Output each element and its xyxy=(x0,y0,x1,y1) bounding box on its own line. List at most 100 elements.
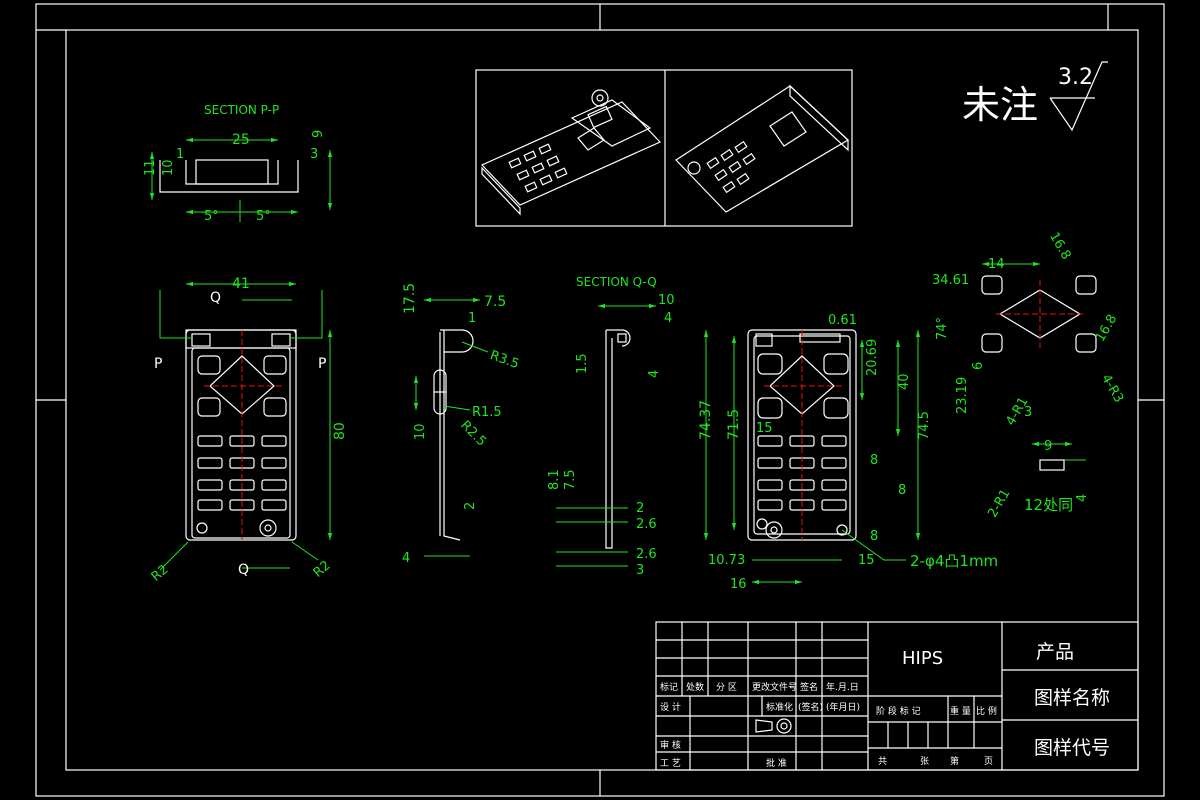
pp-dim-9: 9 xyxy=(311,130,326,138)
qq-dim-4b: 4 xyxy=(647,370,662,378)
iso-view-right xyxy=(675,84,849,213)
detail-r3: 4-R3 xyxy=(1098,372,1126,406)
back-dim-0-61: 0.61 xyxy=(828,313,857,328)
tb-review: 审 核 xyxy=(660,739,681,751)
tb-drawing-name: 图样名称 xyxy=(1034,687,1110,709)
title-block: HIPS 产品 图样名称 图样代号 标记 处数 分 区 更改文件号 签名 年.月… xyxy=(655,621,1139,771)
tb-sheets: 张 xyxy=(920,756,929,767)
side-r3-5: R3.5 xyxy=(488,348,521,372)
back-dim-8b: 8 xyxy=(898,483,906,498)
qq-dim-1-5: 1.5 xyxy=(575,353,590,374)
detail-dim-6: 6 xyxy=(971,362,986,370)
front-dim-41: 41 xyxy=(232,276,250,292)
qq-dim-10: 10 xyxy=(658,293,675,308)
iso-view-left xyxy=(480,89,662,216)
back-dim-10-73: 10.73 xyxy=(708,553,745,568)
roughness-value: 3.2 xyxy=(1058,65,1093,90)
detail-dim-74: 74° xyxy=(935,317,950,340)
qq-dim-3: 3 xyxy=(636,563,644,578)
back-keypad xyxy=(757,435,847,511)
pp-angle-2: 5° xyxy=(256,209,271,224)
qq-dim-8-1: 8.1 xyxy=(547,469,562,490)
sheet-frame xyxy=(35,3,1165,797)
front-cut-p-right: P xyxy=(318,356,326,372)
iso-left-buttons xyxy=(508,127,605,193)
side-dim-1: 1 xyxy=(468,311,476,326)
tb-sign2: (签名) xyxy=(798,701,823,713)
side-dim-17-5: 17.5 xyxy=(402,283,418,314)
front-cut-q-top: Q xyxy=(210,290,221,306)
pp-dim-10: 10 xyxy=(161,159,176,176)
roughness-note: 未注 3.2 xyxy=(962,61,1108,132)
front-r2-right: R2 xyxy=(311,558,334,581)
detail-dim-34-61: 34.61 xyxy=(932,273,969,288)
section-pp: SECTION P-P 25 1 3 9 11 10 5° 5° xyxy=(143,103,333,224)
pp-dim-1: 1 xyxy=(176,147,184,162)
detail-dim-4: 4 xyxy=(1075,494,1090,502)
section-qq: SECTION Q-Q 10 4 1.5 4 8.1 7.5 2 2.6 2.6… xyxy=(547,275,675,578)
back-dim-8a: 8 xyxy=(870,453,878,468)
qq-dim-7-5: 7.5 xyxy=(563,469,578,490)
tb-product: 产品 xyxy=(1036,641,1074,663)
back-dim-71-5: 71.5 xyxy=(726,409,742,440)
tb-standard: 标准化 xyxy=(766,701,793,713)
front-cut-p-left: P xyxy=(154,356,162,372)
tb-weight: 重 量 xyxy=(950,705,971,717)
qq-dim-2: 2 xyxy=(636,501,644,516)
back-dim-74-37: 74.37 xyxy=(698,400,714,440)
front-keypad xyxy=(197,435,287,511)
back-dim-74-5: 74.5 xyxy=(917,411,932,440)
tb-page: 第 xyxy=(950,755,959,767)
detail-dim-16-8a: 16.8 xyxy=(1046,230,1073,263)
front-view: 41 80 Q Q P P R2 R2 xyxy=(149,276,348,585)
front-dim-80: 80 xyxy=(332,422,348,440)
tb-total: 共 xyxy=(878,756,887,767)
side-dim-10: 10 xyxy=(413,423,428,440)
side-view: 7.5 17.5 1 R3.5 R1.5 R2.5 10 2 4 xyxy=(402,283,521,566)
tb-scale: 比 例 xyxy=(976,705,997,717)
tb-hdr-sign: 签名 xyxy=(800,681,818,693)
back-dim-40: 40 xyxy=(897,373,912,390)
section-pp-title: SECTION P-P xyxy=(204,103,279,117)
tb-hdr-zone: 分 区 xyxy=(716,682,737,693)
tb-hdr-count: 处数 xyxy=(686,681,704,693)
side-r2-5: R2.5 xyxy=(457,418,489,450)
tb-hdr-doc: 更改文件号 xyxy=(752,681,797,693)
tb-process: 工 艺 xyxy=(660,758,681,769)
tb-date2: (年月日) xyxy=(826,701,860,713)
section-qq-title: SECTION Q-Q xyxy=(576,275,657,289)
qq-dim-2-6b: 2.6 xyxy=(636,547,657,562)
back-dim-15b: 15 xyxy=(858,553,875,568)
iso-right-buttons xyxy=(706,111,807,194)
front-r2-left: R2 xyxy=(149,562,172,585)
front-cut-q-bottom: Q xyxy=(238,562,249,578)
tb-drawing-code: 图样代号 xyxy=(1034,737,1110,759)
back-view: 74.37 71.5 0.61 20.69 40 74.5 15 8 8 8 1… xyxy=(698,313,998,592)
back-note-holes: 2-φ4凸1mm xyxy=(910,552,998,570)
qq-dim-2-6a: 2.6 xyxy=(636,517,657,532)
pp-angle-1: 5° xyxy=(204,209,219,224)
tb-design: 设 计 xyxy=(660,701,681,713)
isometric-views xyxy=(475,69,853,227)
tb-stage: 阶 段 标 记 xyxy=(876,705,921,717)
qq-dim-4a: 4 xyxy=(664,311,672,326)
detail-view: 14 16.8 34.61 74° 23.19 6 16.8 4-R1 3 4-… xyxy=(932,230,1126,521)
tb-material: HIPS xyxy=(902,648,943,669)
roughness-label: 未注 xyxy=(962,83,1038,127)
detail-dim-23-19: 23.19 xyxy=(955,377,970,414)
pp-dim-3: 3 xyxy=(310,147,318,162)
detail-note-12: 12处同 xyxy=(1024,496,1073,514)
back-dim-8c: 8 xyxy=(870,529,878,544)
detail-dim-3: 3 xyxy=(1024,405,1032,420)
back-dim-20-69: 20.69 xyxy=(865,339,880,376)
side-dim-2: 2 xyxy=(463,502,478,510)
detail-dim-16-8b: 16.8 xyxy=(1093,312,1120,345)
back-dim-16: 16 xyxy=(730,577,747,592)
tb-hdr-mark: 标记 xyxy=(660,681,678,693)
detail-dim-14: 14 xyxy=(988,257,1005,272)
detail-dim-9: 9 xyxy=(1044,439,1052,454)
pp-dim-11: 11 xyxy=(143,159,158,176)
side-dim-4: 4 xyxy=(402,551,410,566)
pp-dim-25: 25 xyxy=(232,132,250,148)
